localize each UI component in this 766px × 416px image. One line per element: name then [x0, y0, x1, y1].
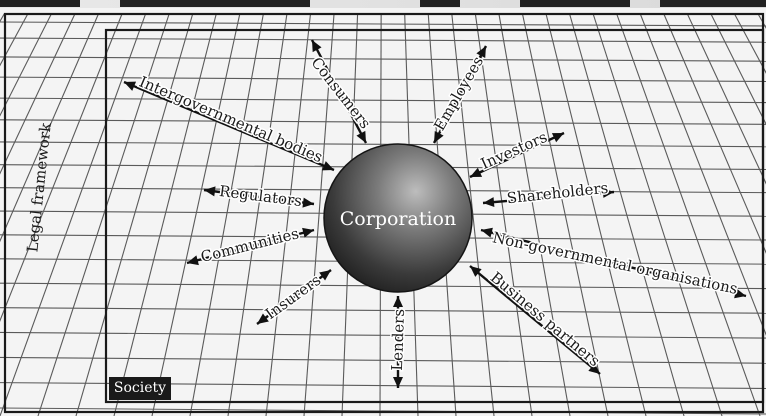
grid-line	[0, 308, 766, 314]
stakeholder-label-insurers: Insurers	[262, 271, 324, 323]
grid-line	[0, 14, 98, 416]
grid-line	[0, 77, 766, 81]
stakeholder-label-consumers: Consumers	[308, 54, 375, 132]
corporation-sphere: Corporation	[324, 144, 472, 292]
grid-line	[228, 14, 287, 416]
grid-line	[0, 22, 766, 26]
grid-line	[0, 357, 766, 363]
stakeholder-label-lenders: Lenders	[388, 309, 408, 371]
arrowhead	[483, 197, 494, 207]
grid-line	[266, 14, 310, 416]
grid-line	[76, 14, 193, 416]
grid-line	[0, 14, 4, 416]
stakeholder-label-intergovernmental-bodies: Intergovernmental bodies	[137, 73, 326, 167]
stakeholder-label-business-partners: Business partners	[487, 268, 604, 370]
stakeholder-label-employees: Employees	[430, 53, 487, 133]
grid-line	[0, 120, 766, 125]
legal-framework-label: Legal framework	[23, 121, 55, 253]
arrowhead	[393, 377, 403, 388]
society-badge: Society	[109, 377, 171, 400]
stakeholder-label-investors: Investors	[478, 128, 550, 173]
corporation-label: Corporation	[340, 208, 456, 230]
stakeholder-label-communities: Communities	[199, 224, 301, 266]
arrowhead	[319, 270, 331, 281]
grid-line	[0, 57, 766, 61]
arrowhead	[393, 296, 403, 307]
grid-line	[0, 332, 766, 338]
grid-line	[687, 14, 766, 416]
stakeholder-label-regulators: Regulators	[218, 182, 303, 210]
